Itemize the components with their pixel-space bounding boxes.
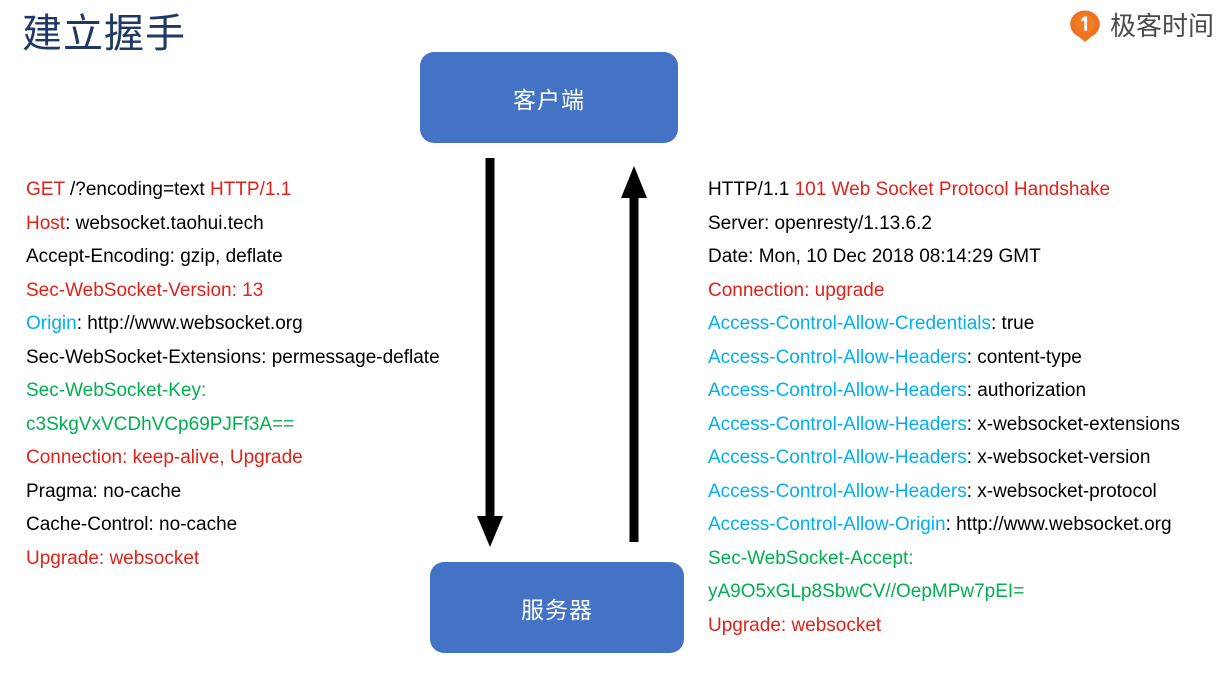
header-line-run: HTTP/1.1 bbox=[209, 179, 292, 200]
header-line-run: : x-websocket-version bbox=[966, 447, 1151, 468]
header-line-run: : http://www.websocket.org bbox=[76, 313, 303, 334]
header-line-run: Access-Control-Allow-Headers bbox=[708, 447, 967, 468]
header-line-run: Server: openresty/1.13.6.2 bbox=[708, 212, 932, 234]
brand-logo: 极客时间 bbox=[1068, 9, 1214, 43]
header-line-run: : websocket.taohui.tech bbox=[65, 212, 264, 234]
header-line: HTTP/1.1 101 Web Socket Protocol Handsha… bbox=[708, 173, 1223, 207]
header-line: Origin: http://www.websocket.org bbox=[26, 307, 496, 341]
header-line-run: Origin bbox=[26, 313, 77, 334]
header-line: Sec-WebSocket-Accept: bbox=[708, 542, 1223, 576]
header-line-run: : x-websocket-protocol bbox=[966, 480, 1157, 502]
header-line-run: Pragma: no-cache bbox=[26, 480, 182, 502]
header-line: Date: Mon, 10 Dec 2018 08:14:29 GMT bbox=[708, 240, 1223, 274]
header-line: GET /?encoding=text HTTP/1.1 bbox=[26, 173, 496, 207]
header-line: Connection: keep-alive, Upgrade bbox=[26, 441, 496, 475]
header-line-run: yA9O5xGLp8SbwCV//OepMPw7pEI= bbox=[708, 581, 1025, 602]
header-line-run: Upgrade: websocket bbox=[26, 547, 200, 569]
header-line: Access-Control-Allow-Headers: authorizat… bbox=[708, 374, 1223, 408]
header-line-run: Access-Control-Allow-Headers bbox=[708, 380, 967, 401]
header-line-run: Access-Control-Allow-Credentials bbox=[708, 313, 991, 334]
header-line: Access-Control-Allow-Headers: x-websocke… bbox=[708, 475, 1223, 509]
header-line-run: : x-websocket-extensions bbox=[966, 413, 1181, 435]
header-line-run: Access-Control-Allow-Headers bbox=[708, 413, 967, 435]
header-line-run: 101 Web Socket Protocol Handshake bbox=[794, 179, 1111, 200]
header-line-run: Sec-WebSocket-Key: bbox=[26, 380, 207, 401]
header-line-run: Access-Control-Allow-Headers bbox=[708, 480, 967, 502]
header-line-run: Connection: upgrade bbox=[708, 279, 885, 301]
page-title: 建立握手 bbox=[22, 12, 186, 56]
header-line: Host: websocket.taohui.tech bbox=[26, 207, 496, 241]
header-line: Access-Control-Allow-Headers: x-websocke… bbox=[708, 408, 1223, 442]
node-client: 客户端 bbox=[420, 52, 678, 143]
header-line-run: GET bbox=[26, 179, 65, 200]
node-server: 服务器 bbox=[430, 562, 684, 653]
header-line-run: : true bbox=[990, 313, 1035, 334]
header-line-run: : authorization bbox=[966, 380, 1087, 401]
header-line-run: Accept-Encoding: gzip, deflate bbox=[26, 246, 283, 267]
header-line-run: c3SkgVxVCDhVCp69PJFf3A== bbox=[26, 413, 295, 435]
header-line-run: : content-type bbox=[966, 346, 1082, 368]
header-line: Server: openresty/1.13.6.2 bbox=[708, 207, 1223, 241]
header-line-run: Access-Control-Allow-Origin bbox=[708, 514, 946, 535]
response-arrow-icon bbox=[621, 166, 647, 542]
header-line-run: : http://www.websocket.org bbox=[945, 514, 1172, 535]
geek-time-logo-icon bbox=[1070, 10, 1100, 42]
header-line: Sec-WebSocket-Key: bbox=[26, 374, 496, 408]
header-line: c3SkgVxVCDhVCp69PJFf3A== bbox=[26, 408, 496, 442]
header-line-run: Sec-WebSocket-Extensions: permessage-def… bbox=[26, 346, 440, 368]
header-line: Pragma: no-cache bbox=[26, 475, 496, 509]
header-line: Connection: upgrade bbox=[708, 274, 1223, 308]
handshake-arrows bbox=[477, 158, 647, 547]
header-line: Accept-Encoding: gzip, deflate bbox=[26, 240, 496, 274]
header-line: Access-Control-Allow-Credentials: true bbox=[708, 307, 1223, 341]
header-line: Upgrade: websocket bbox=[26, 542, 496, 576]
header-line: Access-Control-Allow-Origin: http://www.… bbox=[708, 508, 1223, 542]
brand-name: 极客时间 bbox=[1109, 11, 1214, 41]
request-arrow-icon bbox=[477, 158, 503, 547]
header-line: yA9O5xGLp8SbwCV//OepMPw7pEI= bbox=[708, 575, 1223, 609]
header-line-run: Date: Mon, 10 Dec 2018 08:14:29 GMT bbox=[708, 246, 1041, 267]
header-line: Sec-WebSocket-Extensions: permessage-def… bbox=[26, 341, 496, 375]
header-line: Sec-WebSocket-Version: 13 bbox=[26, 274, 496, 308]
header-line: Upgrade: websocket bbox=[708, 609, 1223, 643]
header-line: Access-Control-Allow-Headers: content-ty… bbox=[708, 341, 1223, 375]
header-line-run: HTTP/1.1 bbox=[708, 179, 795, 200]
header-line-run: /?encoding=text bbox=[64, 179, 210, 200]
header-line-run: Upgrade: websocket bbox=[708, 614, 882, 636]
header-line-run: Sec-WebSocket-Version: 13 bbox=[26, 279, 264, 301]
header-line: Cache-Control: no-cache bbox=[26, 508, 496, 542]
response-headers-block: HTTP/1.1 101 Web Socket Protocol Handsha… bbox=[708, 173, 1223, 642]
header-line-run: Cache-Control: no-cache bbox=[26, 514, 238, 535]
header-line-run: Host bbox=[26, 212, 66, 234]
header-line-run: Connection: keep-alive, Upgrade bbox=[26, 447, 303, 468]
header-line: Access-Control-Allow-Headers: x-websocke… bbox=[708, 441, 1223, 475]
header-line-run: Access-Control-Allow-Headers bbox=[708, 346, 967, 368]
header-line-run: Sec-WebSocket-Accept: bbox=[708, 547, 914, 569]
